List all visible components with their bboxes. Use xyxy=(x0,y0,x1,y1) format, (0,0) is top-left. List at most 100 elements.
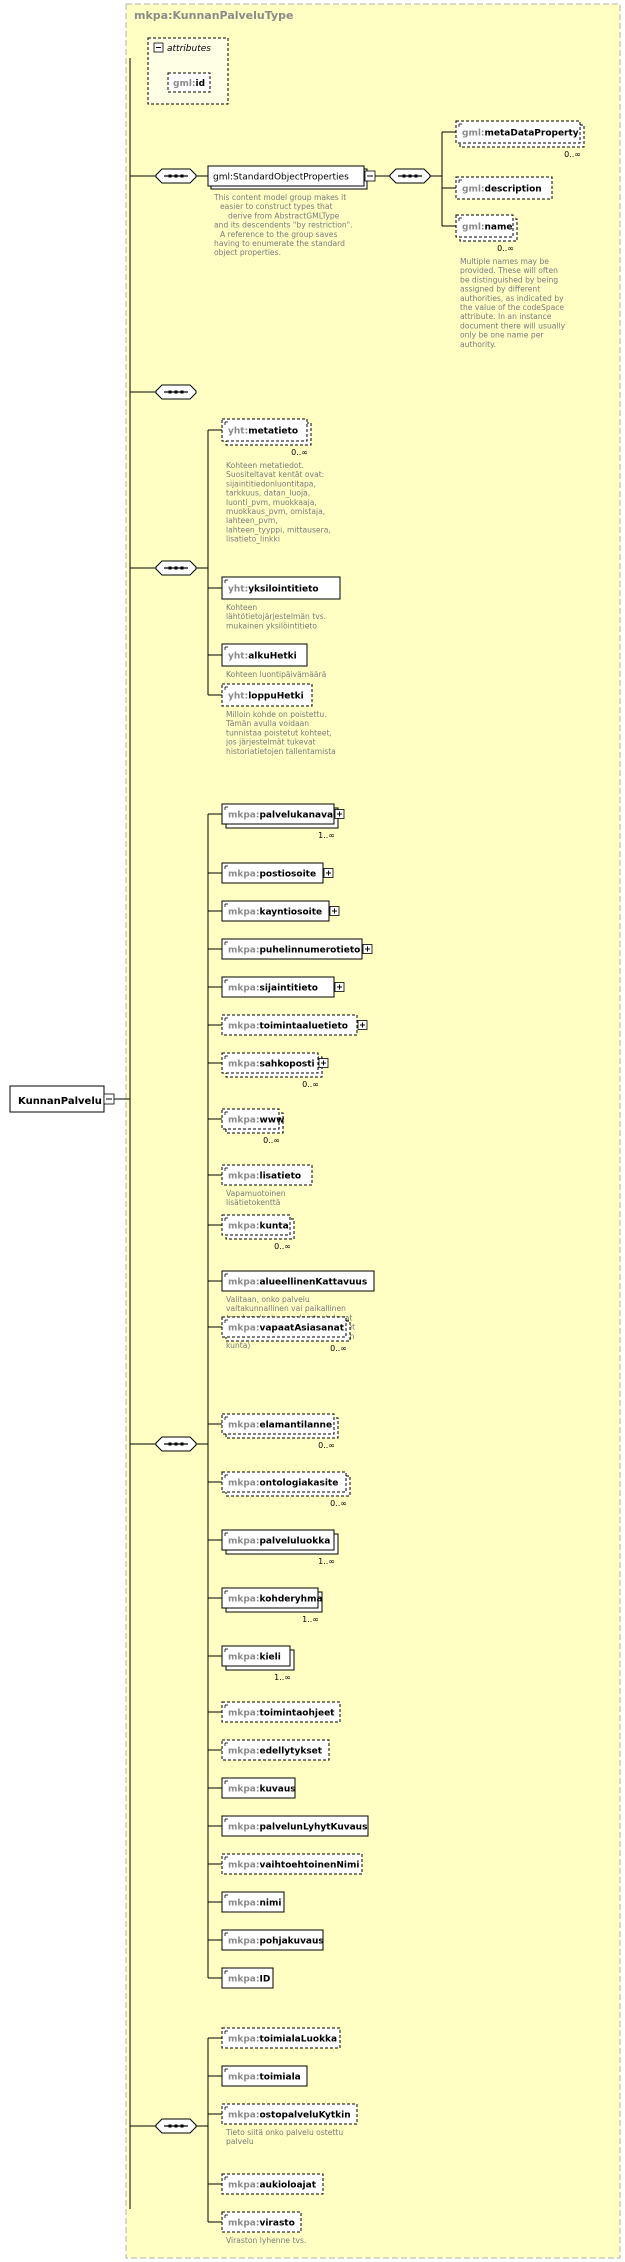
element-puhelinnumerotieto[interactable]: mkpa:puhelinnumerotieto xyxy=(221,938,373,960)
element-name: edellytykset xyxy=(259,1747,322,1757)
element-documentation: lahteen_pvm, xyxy=(226,516,278,525)
svg-text:mkpa:toimialaLuokka: mkpa:toimialaLuokka xyxy=(228,2035,337,2045)
element-prefix: mkpa: xyxy=(228,811,259,821)
element-toimintaohjeet[interactable]: mkpa:toimintaohjeet xyxy=(221,1701,341,1723)
element-sahkoposti[interactable]: mkpa:sahkoposti 0..∞ xyxy=(221,1052,329,1089)
element-documentation: sijaintitiedonluontitapa, xyxy=(226,479,316,488)
element-prefix: mkpa: xyxy=(228,984,259,994)
sequence-mkpa[interactable] xyxy=(155,1436,197,1452)
group-documentation: This content model group makes it xyxy=(213,193,346,202)
element-name: kieli xyxy=(259,1653,280,1663)
sequence-empty[interactable] xyxy=(155,384,197,400)
svg-text:mkpa:kuvaus: mkpa:kuvaus xyxy=(228,1785,296,1795)
occurrence-label: 0..∞ xyxy=(302,1080,319,1089)
svg-text:gml:name: gml:name xyxy=(462,223,512,233)
element-nimi[interactable]: mkpa:nimi xyxy=(221,1891,285,1913)
element-kuvaus[interactable]: mkpa:kuvaus xyxy=(221,1777,296,1799)
element-documentation: Suositeltavat kentät ovat: xyxy=(226,470,324,479)
svg-text:mkpa:vapaatAsiasanat: mkpa:vapaatAsiasanat xyxy=(228,1324,345,1334)
svg-text:mkpa:sahkoposti: mkpa:sahkoposti xyxy=(228,1060,315,1070)
sequence-yht[interactable] xyxy=(155,560,197,576)
element-prefix: gml: xyxy=(462,185,485,195)
element-prefix: mkpa: xyxy=(228,1653,259,1663)
element-documentation: Tieto siitä onko palvelu ostettu xyxy=(225,2128,343,2137)
element-prefix: yht: xyxy=(228,652,248,662)
svg-text:mkpa:palveluluokka: mkpa:palveluluokka xyxy=(228,1537,330,1547)
element-postiosoite[interactable]: mkpa:postiosoite xyxy=(221,862,334,884)
element-documentation: palvelu xyxy=(226,2137,254,2146)
group-name: StandardObjectProperties xyxy=(233,173,349,183)
attribute-id[interactable]: gml:id xyxy=(167,72,211,93)
element-name: loppuHetki xyxy=(248,692,304,702)
element-prefix: yht: xyxy=(228,427,248,437)
svg-text:mkpa:aukioloajat: mkpa:aukioloajat xyxy=(228,2181,317,2191)
element-name: kayntiosoite xyxy=(259,908,322,918)
element-prefix: mkpa: xyxy=(228,1421,259,1431)
element-documentation: Multiple names may be xyxy=(460,257,549,266)
occurrence-label: 0..∞ xyxy=(497,244,514,253)
element-name: metatieto xyxy=(248,427,298,437)
element-kayntiosoite[interactable]: mkpa:kayntiosoite xyxy=(221,900,340,922)
element-vaihtoehtoinennimi[interactable]: mkpa:vaihtoehtoinenNimi xyxy=(221,1853,363,1875)
element-prefix: mkpa: xyxy=(228,1785,259,1795)
element-name: ostopalveluKytkin xyxy=(259,2111,350,2121)
element-documentation: be distinguished by being xyxy=(460,275,558,284)
element-prefix: mkpa: xyxy=(228,1975,259,1985)
element-prefix: mkpa: xyxy=(228,1116,259,1126)
element-palvelunlyhytkuvaus[interactable]: mkpa:palvelunLyhytKuvaus xyxy=(221,1815,369,1837)
element-name: kohderyhma xyxy=(259,1595,322,1605)
element-prefix: mkpa: xyxy=(228,1222,259,1232)
element-sijaintitieto[interactable]: mkpa:sijaintitieto xyxy=(221,976,345,998)
element-name: puhelinnumerotieto xyxy=(259,946,360,956)
element-documentation: only be one name per xyxy=(460,331,544,340)
element-toimialaluokka[interactable]: mkpa:toimialaLuokka xyxy=(221,2027,341,2049)
element-name: postiosoite xyxy=(259,870,316,880)
element-documentation: lisatieto_linkki xyxy=(226,535,280,544)
sequence-gml[interactable] xyxy=(155,168,197,184)
element-lisatieto[interactable]: mkpa:lisatietoVapamuotoinenlisätietokent… xyxy=(221,1164,313,1207)
element-documentation: Kohteen luontipäivämäärä xyxy=(226,670,326,679)
element-name: toimialaLuokka xyxy=(259,2035,337,2045)
attributes-label: attributes xyxy=(167,44,211,54)
element-name: nimi xyxy=(259,1899,281,1909)
svg-text:mkpa:kohderyhma: mkpa:kohderyhma xyxy=(228,1595,323,1605)
element-toimintaaluetieto[interactable]: mkpa:toimintaaluetieto xyxy=(221,1014,368,1036)
attributes-group[interactable]: attributes xyxy=(147,37,229,105)
complex-type-title: mkpa:KunnanPalveluType xyxy=(134,9,293,22)
element-toimiala[interactable]: mkpa:toimiala xyxy=(221,2065,308,2087)
element-kohderyhma[interactable]: mkpa:kohderyhma 1..∞ xyxy=(221,1587,323,1624)
element-pohjakuvaus[interactable]: mkpa:pohjakuvaus xyxy=(221,1929,324,1951)
svg-text:yht:metatieto: yht:metatieto xyxy=(228,427,298,437)
element-documentation: Vapamuotoinen xyxy=(226,1189,286,1198)
element-yksilointitieto[interactable]: yht:yksilointitietoKohteenlähtötietojärj… xyxy=(221,576,341,630)
element-description[interactable]: gml:description xyxy=(455,176,553,200)
element-aukioloajat[interactable]: mkpa:aukioloajat xyxy=(221,2173,324,2195)
element-id[interactable]: mkpa:ID xyxy=(221,1967,274,1989)
group-prefix: gml: xyxy=(213,173,233,183)
sequence-extra[interactable] xyxy=(155,2118,197,2134)
root-element[interactable]: KunnanPalvelu xyxy=(9,1085,115,1113)
element-edellytykset[interactable]: mkpa:edellytykset xyxy=(221,1739,330,1761)
element-name: toimintaohjeet xyxy=(259,1709,335,1719)
element-documentation: lahteen_tyyppi, mittausera, xyxy=(226,525,331,534)
element-documentation: Kohteen metatiedot. xyxy=(226,461,304,470)
occurrence-label: 1..∞ xyxy=(302,1615,319,1624)
sequence-gml-inner[interactable] xyxy=(389,168,431,184)
